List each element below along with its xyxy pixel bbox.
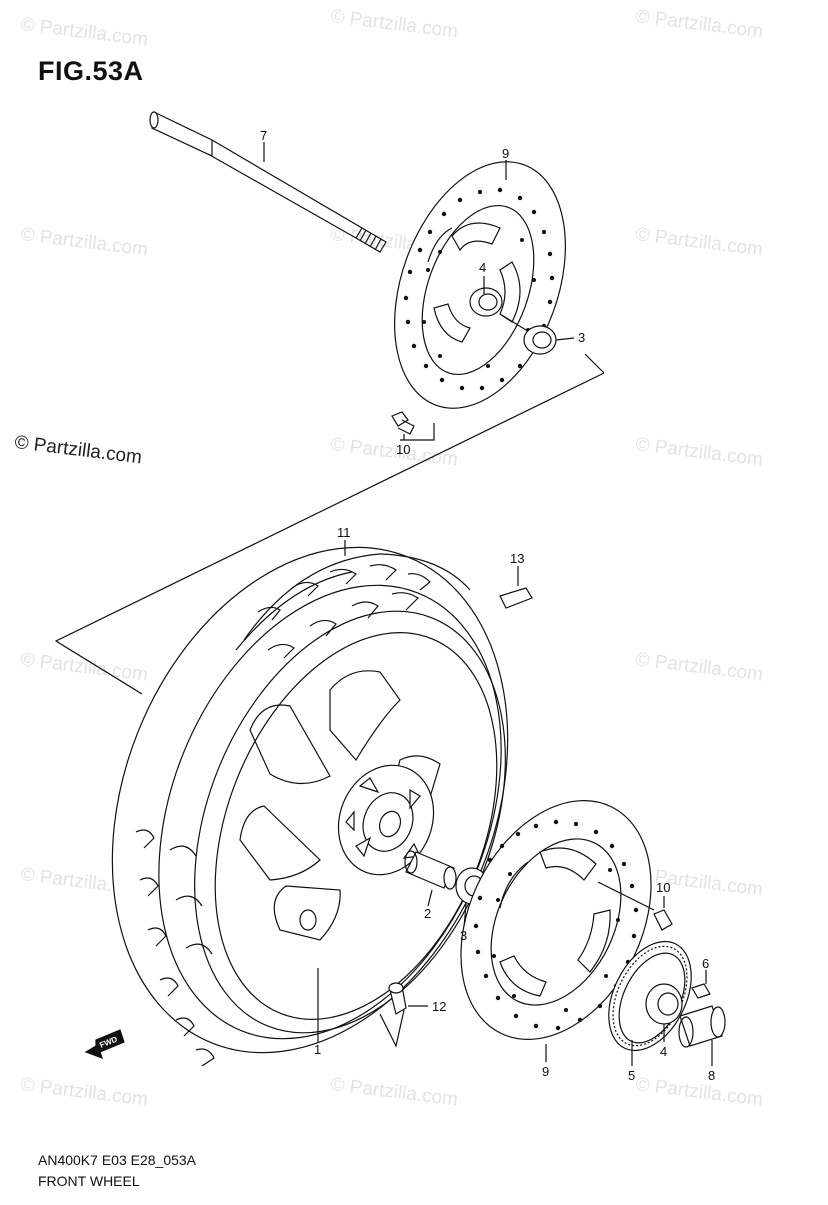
callout-wheel: 1 (314, 1042, 321, 1057)
callout-bearing-lower-right: 4 (660, 1044, 667, 1059)
callout-cap: 8 (708, 1068, 715, 1083)
figure-title: FIG.53A (38, 56, 144, 86)
watermark: © Partzilla.com (634, 434, 764, 470)
screw (691, 970, 711, 999)
wheel-assembly (111, 546, 509, 1067)
watermark: © Partzilla.com (634, 6, 764, 42)
bearing-lower-right (645, 983, 683, 1042)
callout-bearing-lower: 3 (460, 928, 467, 943)
forward-arrow-icon (84, 1029, 125, 1060)
explode-bracket-line (400, 423, 435, 441)
bearing-upper (469, 276, 503, 317)
axle-part (149, 111, 387, 253)
watermark: © Partzilla.com (19, 224, 149, 260)
explode-bracket-line (584, 353, 605, 374)
spacer (404, 850, 457, 907)
callout-bearing-upper: 4 (479, 260, 486, 275)
watermark: © Partzilla.com (329, 1074, 459, 1110)
callout-sensor-rotor: 5 (628, 1068, 635, 1083)
watermark: © Partzilla.com (634, 649, 764, 685)
watermark: © Partzilla.com (19, 14, 149, 50)
explode-bracket-line (54, 372, 605, 695)
watermark: © Partzilla.com (634, 224, 764, 260)
callout-bolt-upper: 10 (396, 442, 410, 457)
watermark: © Partzilla.com (19, 1074, 149, 1110)
bolt-upper (391, 411, 415, 440)
callout-spacer: 2 (424, 906, 431, 921)
tire-valve (379, 982, 428, 1048)
callout-bolt-lower: 10 (656, 880, 670, 895)
bolt-lower (653, 896, 673, 931)
callout-axle: 7 (260, 128, 267, 143)
figure-name: FRONT WHEEL (38, 1173, 140, 1189)
callout-screw: 6 (702, 956, 709, 971)
model-code: AN400K7 E03 E28_053A (38, 1152, 197, 1168)
callout-weight: 13 (510, 551, 524, 566)
watermark: © Partzilla.com (19, 649, 149, 685)
watermark: © Partzilla.com (329, 6, 459, 42)
bearing-upper-right (499, 313, 575, 355)
callout-disc-upper: 9 (502, 146, 509, 161)
callout-bearing-upper-right: 3 (578, 330, 585, 345)
watermark: © Partzilla.com (329, 434, 459, 470)
balance-weight (499, 566, 533, 609)
callout-valve: 12 (432, 999, 446, 1014)
axle-cap (678, 1005, 726, 1066)
watermark: © Partzilla.com (634, 1074, 764, 1110)
callout-disc-lower: 9 (542, 1064, 549, 1079)
brake-disc-upper (394, 161, 566, 409)
callout-labels: 7 9 4 3 10 11 13 2 3 10 6 12 1 9 5 4 8 (260, 128, 715, 1083)
callout-tire: 11 (337, 525, 351, 540)
watermark: © Partzilla.com (634, 864, 764, 900)
